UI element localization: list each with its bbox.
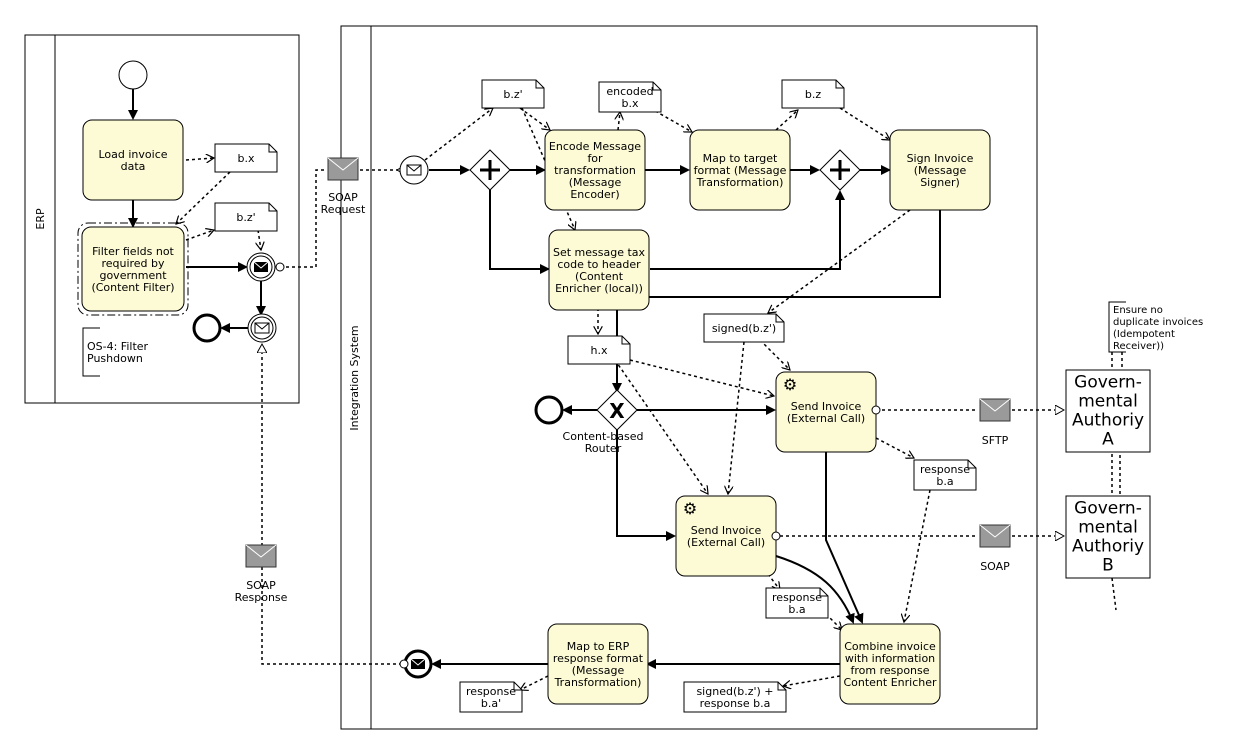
gear-icon: ⚙: [783, 375, 797, 394]
data-object-bz-prime-erp: b.z': [214, 202, 278, 232]
data-object-label: signed(b.z'): [712, 322, 776, 335]
sequence-flows: [128, 89, 941, 669]
message-event-icon: [399, 155, 429, 185]
gear-icon: ⚙: [683, 499, 697, 518]
data-object-bx-erp: b.x: [214, 143, 278, 173]
start-event-icon: [118, 60, 148, 90]
data-object-hx: h.x: [567, 335, 631, 365]
exclusive-gateway-icon: X: [596, 389, 638, 431]
envelope-icon-label: SFTP: [982, 434, 1009, 447]
message-event-icon: [399, 649, 433, 679]
dotted-connections: [176, 108, 1123, 690]
data-object-signed-bz: signed(b.z'): [703, 313, 785, 343]
data-object-bz-prime-top: b.z': [481, 79, 545, 109]
integration-pool: Integration System: [340, 25, 1038, 730]
data-object-label: signed(b.z') +response b.a: [696, 685, 773, 710]
parallel-gateway-icon: [469, 149, 511, 191]
message-event-icon: [247, 313, 277, 343]
data-object-bz: b.z: [781, 79, 845, 109]
end-event-icon: [192, 313, 222, 343]
data-object-signed-response: signed(b.z') +response b.a: [683, 681, 787, 713]
parallel-gateway-icon: [819, 149, 861, 191]
data-object-label: b.z: [805, 88, 821, 101]
data-object-label: b.x: [238, 152, 255, 165]
svg-text:X: X: [609, 399, 625, 423]
task-send-invoice-a-label: Send Invoice(External Call): [787, 400, 865, 425]
envelope-icon-label: SOAP: [980, 560, 1010, 573]
data-object-label: b.z': [236, 211, 255, 224]
message-event-icon: [246, 252, 285, 282]
erp-pool-label: ERP: [34, 208, 47, 230]
task-send-invoice-b-label: Send Invoice(External Call): [687, 524, 765, 549]
data-object-label: b.z': [503, 88, 522, 101]
end-event-icon: [534, 395, 564, 425]
data-object-label: h.x: [591, 344, 608, 357]
integration-pool-label: Integration System: [348, 325, 361, 430]
task-send-invoice-b: ⚙ Send Invoice(External Call): [675, 495, 777, 577]
envelope-icon: SOAP: [979, 524, 1011, 573]
erp-pool: ERP: [24, 34, 300, 404]
task-send-invoice-a: ⚙ Send Invoice(External Call): [775, 371, 877, 453]
envelope-icon: SFTP: [979, 398, 1011, 447]
